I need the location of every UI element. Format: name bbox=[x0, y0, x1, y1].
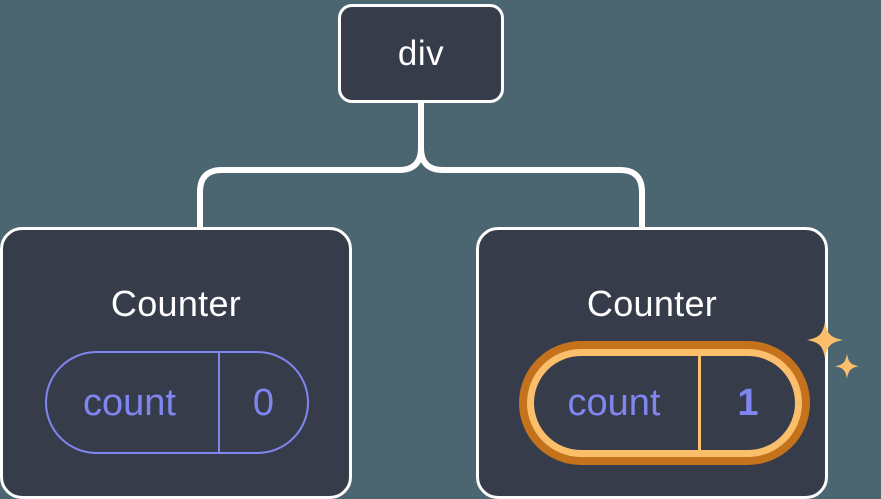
state-pill-key: count bbox=[83, 381, 176, 424]
node-counter-right-title: Counter bbox=[586, 283, 718, 324]
state-pill-count-right-highlighted[interactable]: count 1 bbox=[519, 341, 810, 465]
node-div[interactable]: div bbox=[338, 4, 504, 103]
node-div-label: div bbox=[397, 34, 445, 73]
node-counter-left[interactable]: Counter count 0 bbox=[0, 227, 352, 499]
sparkles-icon bbox=[807, 322, 859, 379]
node-counter-right[interactable]: Counter count 1 bbox=[476, 227, 859, 499]
state-pill-body: count 1 bbox=[534, 356, 795, 450]
state-pill-count-left[interactable]: count 0 bbox=[45, 351, 309, 454]
state-pill-value: 1 bbox=[698, 356, 795, 450]
state-pill-value: 0 bbox=[218, 353, 307, 452]
state-pill-key: count bbox=[567, 382, 661, 424]
state-pill-highlight-ring: count 1 bbox=[527, 349, 802, 457]
node-counter-left-title: Counter bbox=[110, 283, 242, 324]
